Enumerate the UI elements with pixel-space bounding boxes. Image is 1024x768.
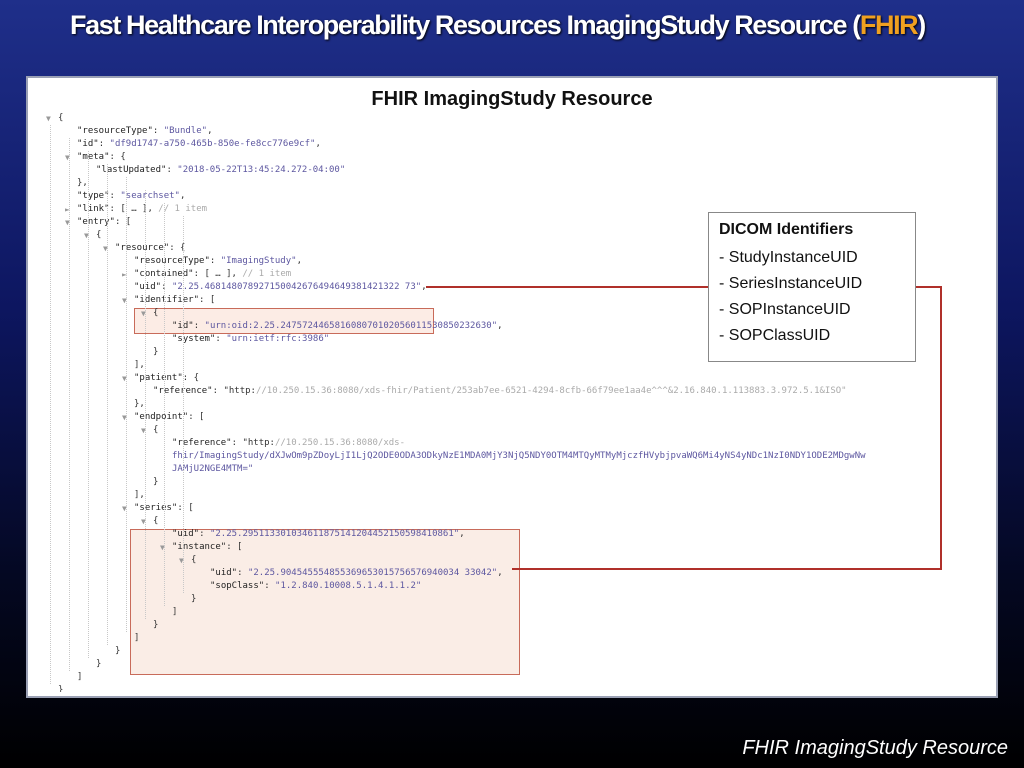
json-line: { — [96, 230, 102, 240]
json-line: { — [153, 308, 159, 318]
json-line: "series": [ — [134, 503, 194, 513]
dicom-identifier-item: - StudyInstanceUID — [719, 249, 858, 266]
json-line: "lastUpdated": "2018-05-22T13:45:24.272-… — [96, 165, 346, 175]
json-line: { — [191, 555, 197, 565]
json-line: ] — [172, 607, 178, 617]
json-line: ], — [134, 490, 145, 500]
json-line: "identifier": [ — [134, 295, 216, 305]
json-line: "reference": "http://10.250.15.36:8080/x… — [153, 386, 847, 396]
collapse-toggle-icon[interactable]: ▼ — [141, 517, 146, 526]
dicom-identifiers-box: DICOM Identifiers - StudyInstanceUID - S… — [708, 212, 916, 362]
collapse-toggle-icon[interactable]: ▼ — [103, 244, 108, 253]
json-line: } — [153, 620, 159, 630]
collapse-toggle-icon[interactable]: ▼ — [65, 153, 70, 162]
json-line: "reference": "http://10.250.15.36:8080/x… — [172, 438, 406, 448]
json-line: "resourceType": "Bundle", — [77, 126, 213, 136]
json-screenshot-panel: FHIR ImagingStudy Resource {▼"resourceTy… — [26, 76, 998, 698]
collapse-toggle-icon[interactable]: ▼ — [122, 296, 127, 305]
json-line: { — [153, 425, 159, 435]
expand-toggle-icon[interactable]: ► — [122, 270, 127, 279]
indent-guide — [164, 203, 165, 606]
json-line: }, — [134, 399, 145, 409]
collapse-toggle-icon[interactable]: ▼ — [122, 504, 127, 513]
json-line: } — [191, 594, 197, 604]
json-line: "meta": { — [77, 152, 126, 162]
dicom-identifiers-title: DICOM Identifiers — [719, 221, 854, 238]
series-highlight — [130, 529, 520, 675]
json-line: "id": "df9d1747-a750-465b-850e-fe8cc776e… — [77, 139, 321, 149]
json-line: } — [153, 477, 159, 487]
collapse-toggle-icon[interactable]: ▼ — [84, 231, 89, 240]
json-line: "id": "urn:oid:2.25.24757244658160807010… — [172, 321, 503, 331]
indent-guide — [183, 216, 184, 593]
json-line: } — [58, 685, 64, 692]
json-line: "contained": [ … ], // 1 item — [134, 269, 292, 279]
json-line: "uid": "2.25.468148078927150042676494649… — [134, 282, 427, 292]
connector-line-vertical — [940, 286, 942, 570]
indent-guide — [88, 151, 89, 658]
json-line: "resourceType": "ImagingStudy", — [134, 256, 302, 266]
indent-guide — [145, 190, 146, 619]
json-line: "uid": "2.25.295113301034611875141204452… — [172, 529, 465, 539]
collapse-toggle-icon[interactable]: ▼ — [122, 413, 127, 422]
json-line: } — [96, 659, 102, 669]
json-line: ] — [77, 672, 83, 682]
collapse-toggle-icon[interactable]: ▼ — [46, 114, 51, 123]
study-uid-highlight — [134, 308, 434, 334]
json-line: JAMjU2NGE4MTM=" — [172, 464, 254, 474]
slide-title-main: Fast Healthcare Interoperability Resourc… — [70, 10, 861, 40]
indent-guide — [50, 125, 51, 684]
json-line: "uid": "2.25.904545554855369653015756576… — [210, 568, 503, 578]
slide-title: Fast Healthcare Interoperability Resourc… — [70, 10, 1010, 50]
json-line: } — [153, 347, 159, 357]
connector-line-series — [512, 568, 942, 570]
panel-title: FHIR ImagingStudy Resource — [371, 88, 653, 110]
json-line: "link": [ … ], // 1 item — [77, 204, 208, 214]
expand-toggle-icon[interactable]: ► — [65, 205, 70, 214]
json-line: "entry": [ — [77, 217, 132, 227]
collapse-toggle-icon[interactable]: ▼ — [141, 426, 146, 435]
collapse-toggle-icon[interactable]: ▼ — [141, 309, 146, 318]
json-line: "sopClass": "1.2.840.10008.5.1.4.1.1.2" — [210, 581, 422, 591]
json-line: "patient": { — [134, 373, 200, 383]
json-line: { — [58, 113, 64, 123]
indent-guide — [107, 164, 108, 645]
json-line: ], — [134, 360, 145, 370]
slide-title-close: ) — [917, 10, 926, 40]
json-line: { — [153, 516, 159, 526]
connector-line-study-uid — [426, 286, 942, 288]
dicom-identifier-item: - SOPInstanceUID — [719, 301, 851, 318]
indent-guide — [126, 177, 127, 632]
dicom-identifier-item: - SeriesInstanceUID — [719, 275, 863, 292]
collapse-toggle-icon[interactable]: ▼ — [65, 218, 70, 227]
json-line: fhir/ImagingStudy/dXJwOm9pZDoyLjI1LjQ2OD… — [172, 451, 866, 461]
collapse-toggle-icon[interactable]: ▼ — [160, 543, 165, 552]
json-line: ] — [134, 633, 140, 643]
collapse-toggle-icon[interactable]: ▼ — [179, 556, 184, 565]
json-line: "system": "urn:ietf:rfc:3986" — [172, 334, 330, 344]
json-line: "instance": [ — [172, 542, 243, 552]
json-line: "resource": { — [115, 243, 186, 253]
json-line: "endpoint": [ — [134, 412, 205, 422]
dicom-identifier-item: - SOPClassUID — [719, 327, 831, 344]
json-line: "type": "searchset", — [77, 191, 186, 201]
footer-caption: FHIR ImagingStudy Resource — [742, 737, 1008, 759]
slide-title-accent: FHIR — [859, 10, 919, 40]
collapse-toggle-icon[interactable]: ▼ — [122, 374, 127, 383]
json-line: }, — [77, 178, 88, 188]
indent-guide — [69, 138, 70, 671]
json-line: } — [115, 646, 121, 656]
json-viewer: {▼"resourceType": "Bundle","id": "df9d17… — [36, 112, 886, 692]
